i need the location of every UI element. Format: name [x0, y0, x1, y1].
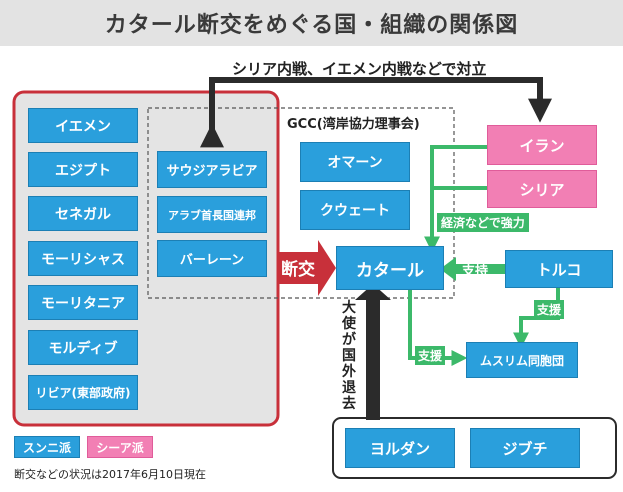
sever-arrow	[278, 240, 336, 296]
country-mauritania: モーリタニア	[28, 285, 138, 320]
country-qatar: カタール	[336, 246, 444, 290]
footnote: 断交などの状況は2017年6月10日現在	[14, 468, 206, 481]
country-saudi-arabia: サウジアラビア	[157, 151, 267, 188]
legend-shia: シーア派	[87, 436, 153, 458]
legend-sunni: スンニ派	[14, 436, 80, 458]
country-mauritius: モーリシャス	[28, 241, 138, 276]
country-kuwait: クウェート	[300, 190, 410, 230]
title-bar: カタール断交をめぐる国・組織の関係図	[0, 0, 623, 46]
country-maldives: モルディブ	[28, 330, 138, 365]
sever-label: 断交	[281, 260, 315, 280]
opposition-arrow	[200, 77, 552, 148]
opposition-note: シリア内戦、イエメン内戦などで対立	[232, 60, 487, 78]
label-support-turkey-mb: 支援	[534, 300, 565, 319]
turkey-qatar-arrowhead	[440, 257, 456, 281]
country-oman: オマーン	[300, 142, 410, 182]
label-ambassador-expelled: 大使が国外退去	[342, 300, 356, 412]
ambassador-arrowhead	[355, 284, 391, 300]
country-yemen: イエメン	[28, 108, 138, 143]
gcc-dashed-box	[147, 107, 455, 299]
country-iran: イラン	[487, 125, 597, 165]
iran-qatar-link	[424, 145, 487, 253]
country-uae: アラブ首長国連邦	[157, 196, 267, 233]
country-syria: シリア	[487, 170, 597, 208]
gcc-label: GCC(湾岸協力理事会)	[287, 117, 420, 132]
country-djibouti: ジブチ	[470, 428, 580, 468]
label-support-qatar-mb: 支援	[415, 346, 446, 365]
label-support-turkey-qatar: 支持	[462, 264, 489, 279]
org-muslim-brotherhood: ムスリム同胞団	[466, 342, 578, 378]
country-jordan: ヨルダン	[345, 428, 455, 468]
country-egypt: エジプト	[28, 152, 138, 187]
country-senegal: セネガル	[28, 196, 138, 231]
label-economic-cooperation: 経済などで強力	[437, 213, 529, 232]
page-title: カタール断交をめぐる国・組織の関係図	[104, 13, 519, 38]
country-turkey: トルコ	[505, 250, 613, 288]
country-bahrain: バーレーン	[157, 240, 267, 277]
country-libya-east: リビア(東部政府)	[28, 375, 138, 410]
